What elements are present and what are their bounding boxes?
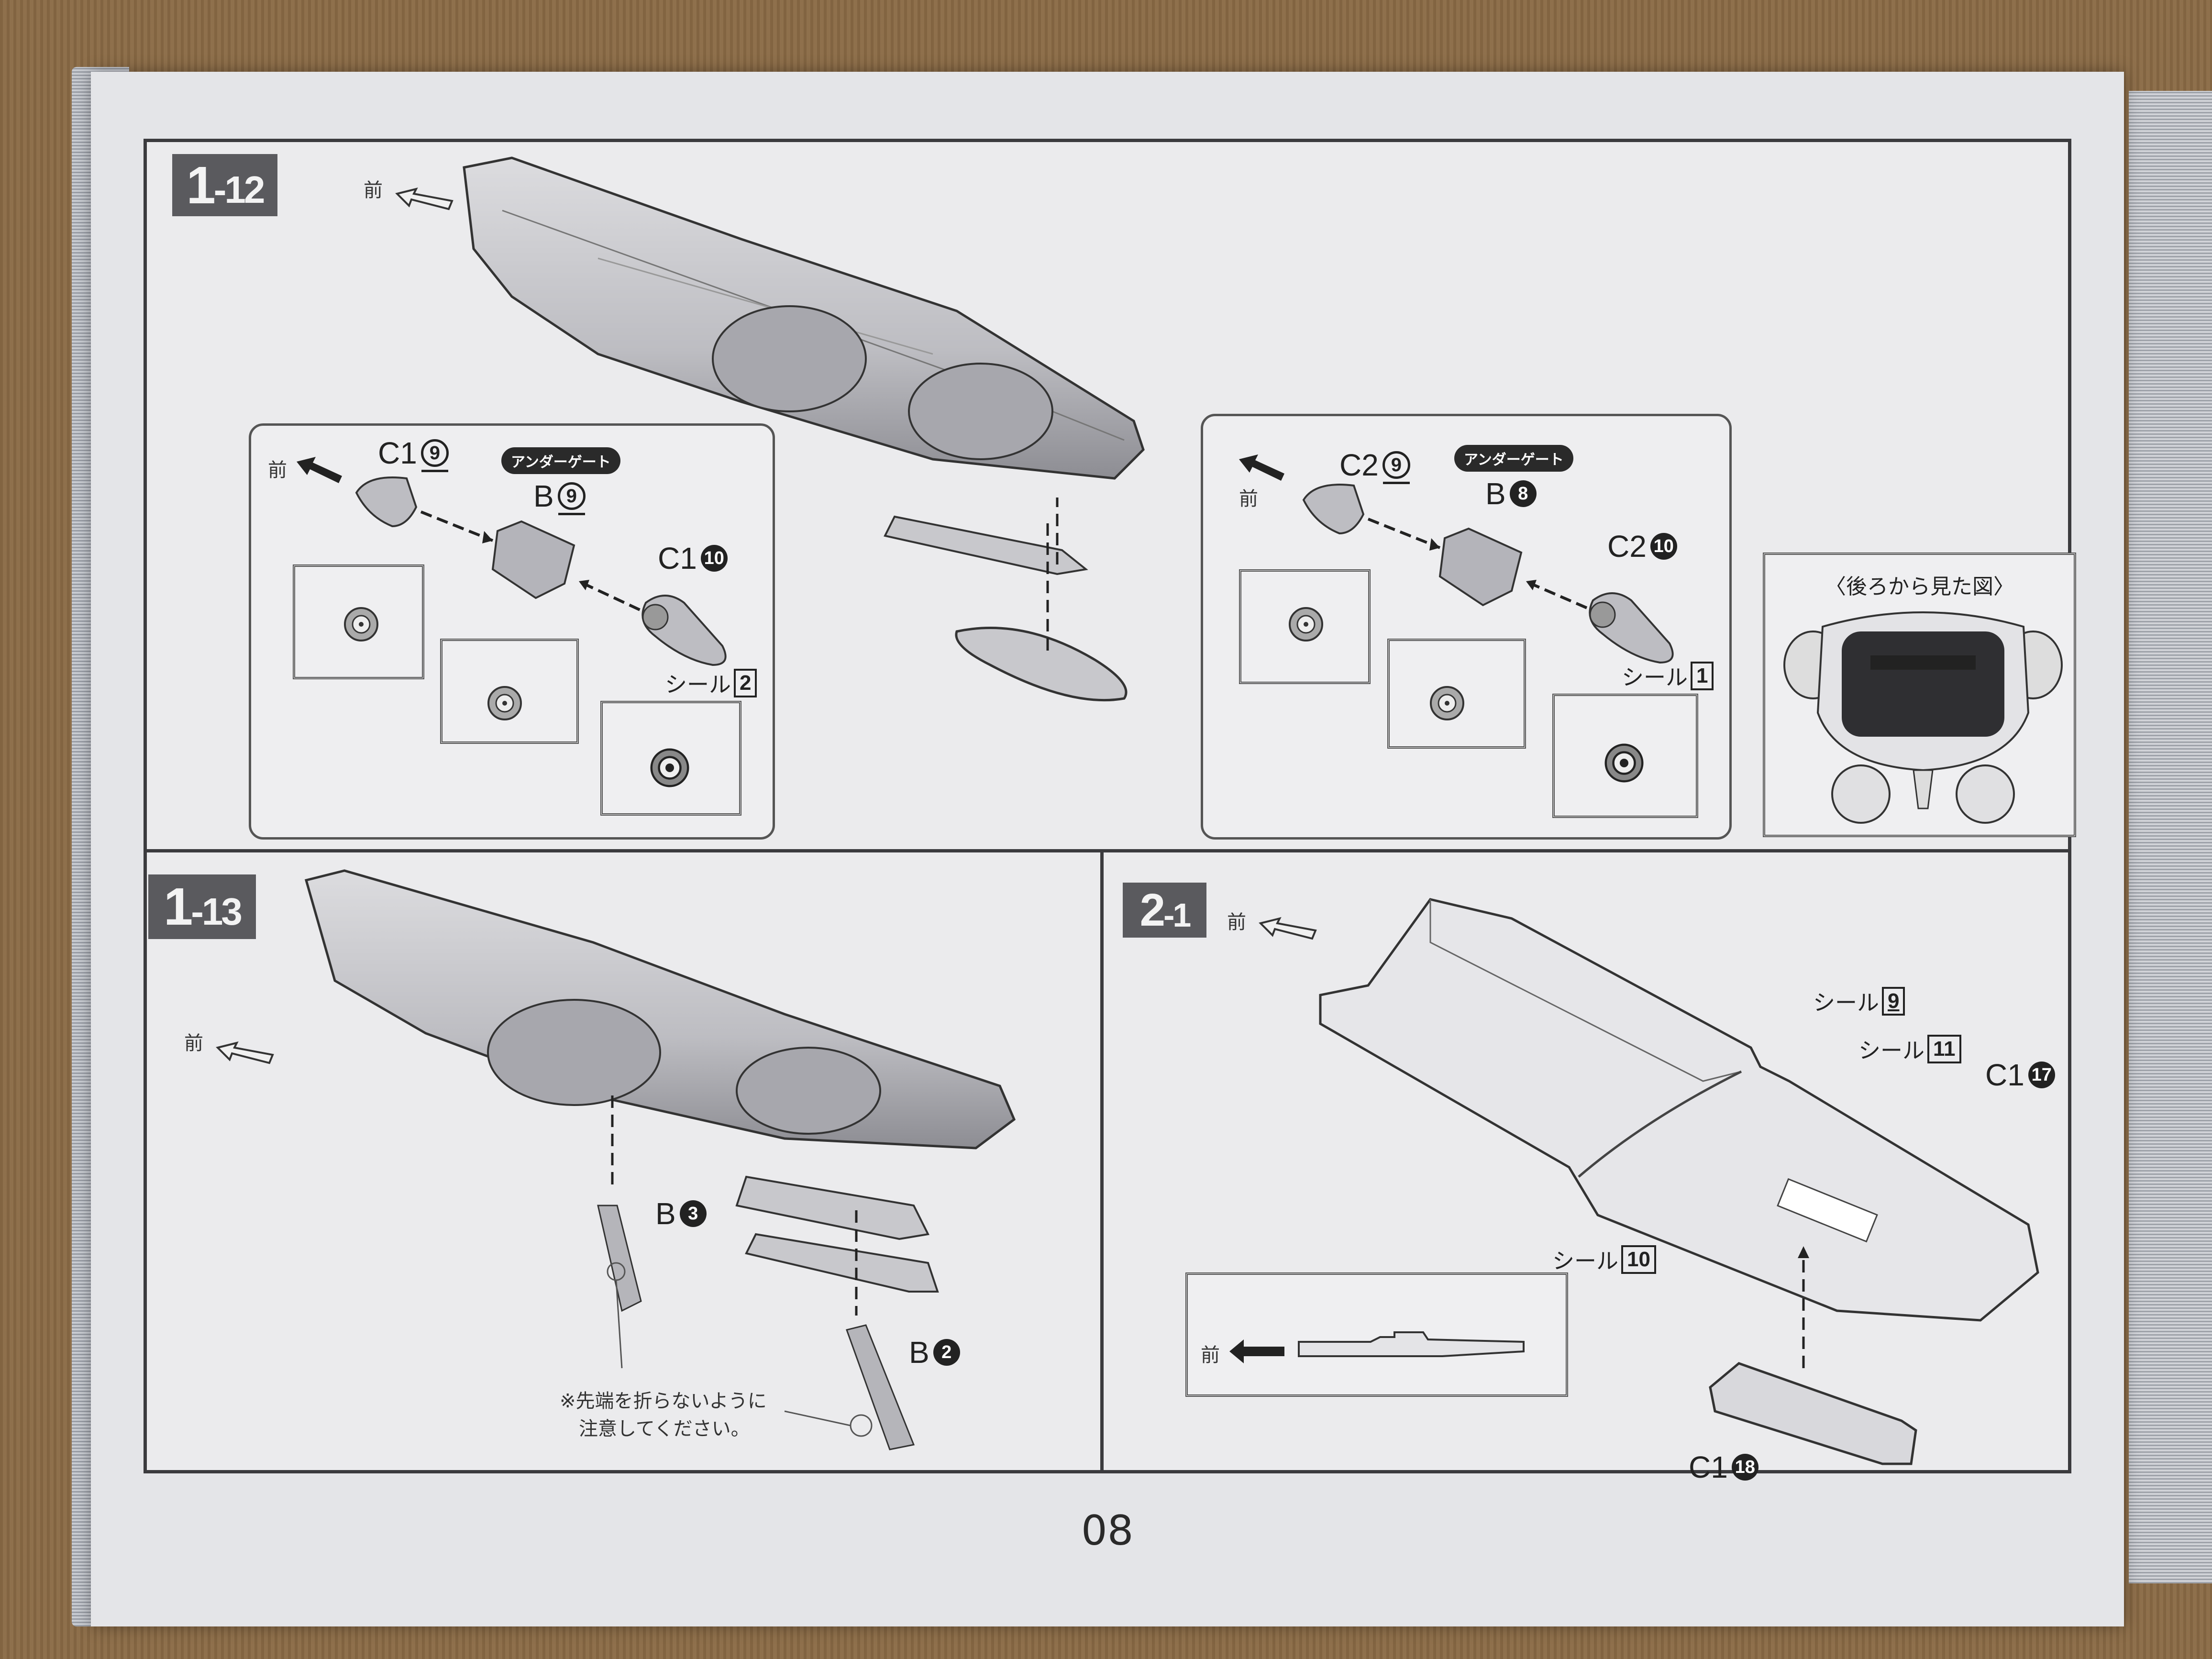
part-number-circle: 17 — [2028, 1062, 2055, 1088]
front-arrow-icon — [216, 1041, 274, 1064]
engine-pod-assembly-illustration — [355, 476, 727, 666]
part-letter: C1 — [378, 436, 417, 470]
exhaust-pod-part-illustration — [955, 517, 1128, 702]
detail-subbox-body — [1387, 639, 1526, 749]
fin-part-label-b2: B 2 — [909, 1335, 960, 1370]
front-arrow-icon — [1259, 917, 1317, 940]
nose-cone-part-label: C2 9 — [1339, 447, 1410, 484]
tail-part-label: C2 10 — [1607, 529, 1677, 564]
part-letter: C1 — [658, 541, 697, 575]
sticker-text: シール — [1622, 664, 1688, 690]
step-badge-1-13: 1 -13 — [148, 874, 256, 939]
part-letter: C1 — [1985, 1058, 2024, 1092]
sticker-label-9: シール 9 — [1813, 985, 1905, 1017]
step-number-minor: -1 — [1163, 896, 1191, 934]
rear-view-title: 〈後ろから見た図〉 — [1825, 575, 2014, 599]
part-letter: B — [1485, 476, 1506, 511]
side-view-profile-illustration — [1298, 1331, 1525, 1357]
caution-note: ※先端を折らないように 注意してください。 — [560, 1387, 767, 1443]
body-part-label: B 9 — [533, 478, 586, 515]
nozzle-ring-icon — [344, 607, 378, 641]
sticker-text: シール — [1813, 990, 1879, 1016]
sticker-number: 1 — [1691, 662, 1714, 690]
step-badge-1-12: 1 -12 — [172, 154, 277, 216]
front-arrow-solid-icon — [297, 457, 342, 483]
body-part-label: B 8 — [1485, 476, 1537, 511]
ship-hull-illustration — [463, 156, 1145, 575]
nozzle-ring-icon — [487, 686, 522, 720]
front-arrow-solid-icon — [1229, 1339, 1284, 1363]
front-arrow-icon — [395, 188, 453, 210]
nozzle-ring-icon — [1430, 686, 1464, 720]
front-direction-label: 前 — [364, 179, 383, 201]
part-letter: B — [909, 1335, 929, 1370]
engine-pod-assembly-illustration — [1302, 484, 1674, 664]
sticker-label-10: シール 10 — [1552, 1244, 1656, 1275]
part-letter: C2 — [1607, 529, 1647, 564]
undergate-badge: アンダーゲート — [501, 447, 620, 474]
sticker-number: 2 — [734, 669, 757, 697]
part-number-underlined: 9 — [1382, 451, 1410, 484]
front-direction-label: 前 — [184, 1032, 203, 1054]
part-number-circle: 10 — [700, 545, 728, 572]
inset-front-label: 前 — [1201, 1344, 1220, 1366]
undergate-badge: アンダーゲート — [1454, 445, 1573, 472]
nozzle-ring-icon — [1289, 607, 1323, 641]
page-number: 08 — [1081, 1507, 1134, 1555]
sticker-number: 11 — [1927, 1035, 1961, 1063]
part-number-circle: 3 — [679, 1200, 707, 1227]
sticker-text: シール — [1552, 1248, 1618, 1274]
part-letter: C2 — [1339, 448, 1379, 482]
page-stack-right-edge — [2129, 91, 2212, 1583]
sticker-label-11: シール 11 — [1858, 1033, 1961, 1065]
callout-front-label: 前 — [268, 459, 287, 481]
nozzle-ring-icon — [1604, 743, 1644, 783]
tail-part-label: C1 10 — [658, 541, 728, 576]
sticker-text: シール — [665, 672, 731, 697]
front-arrow-solid-icon — [1239, 454, 1284, 481]
sticker-number: 10 — [1621, 1245, 1656, 1274]
sticker-number: 9 — [1882, 987, 1905, 1016]
part-number-circle: 18 — [1731, 1454, 1759, 1481]
sticker-label: シール 2 — [665, 667, 757, 699]
rear-view-illustration — [1783, 611, 2063, 824]
sticker-label: シール 1 — [1622, 660, 1714, 692]
part-number-underlined: 9 — [557, 482, 586, 515]
callout-front-label: 前 — [1239, 488, 1258, 510]
hull-bottom-plate-illustration — [1709, 1362, 1917, 1465]
part-number-circle: 10 — [1650, 533, 1677, 560]
nozzle-ring-icon — [650, 748, 689, 787]
hull-part-label-c1-17: C1 17 — [1985, 1057, 2055, 1093]
step-number-major: 2 — [1139, 884, 1165, 936]
caution-note-line: ※先端を折らないように — [560, 1390, 767, 1412]
part-letter: B — [533, 479, 554, 513]
part-number-circle: 8 — [1509, 480, 1537, 507]
part-number-underlined: 9 — [420, 439, 449, 472]
caution-note-line: 注意してください。 — [579, 1418, 750, 1440]
side-view-inset — [1185, 1272, 1568, 1397]
front-direction-label: 前 — [1227, 911, 1246, 933]
part-letter: C1 — [1689, 1450, 1728, 1484]
step-badge-2-1: 2 -1 — [1123, 883, 1206, 938]
hull-section-illustration — [1319, 898, 2039, 1368]
panel-divider-horizontal — [144, 849, 2071, 852]
nose-cone-part-label: C1 9 — [378, 435, 449, 472]
fin-part-label-b3: B 3 — [655, 1196, 707, 1231]
part-number-circle: 2 — [933, 1339, 960, 1366]
part-letter: B — [655, 1196, 676, 1231]
step-number-major: 1 — [164, 877, 193, 936]
sticker-text: シール — [1858, 1038, 1924, 1063]
step-number-major: 1 — [186, 155, 216, 215]
step-number-minor: -13 — [191, 890, 243, 933]
ship-hull-illustration — [304, 869, 1016, 1450]
bottom-plate-part-label-c1-18: C1 18 — [1689, 1449, 1759, 1485]
panel-divider-vertical — [1100, 849, 1104, 1473]
step-number-minor: -12 — [213, 168, 265, 211]
